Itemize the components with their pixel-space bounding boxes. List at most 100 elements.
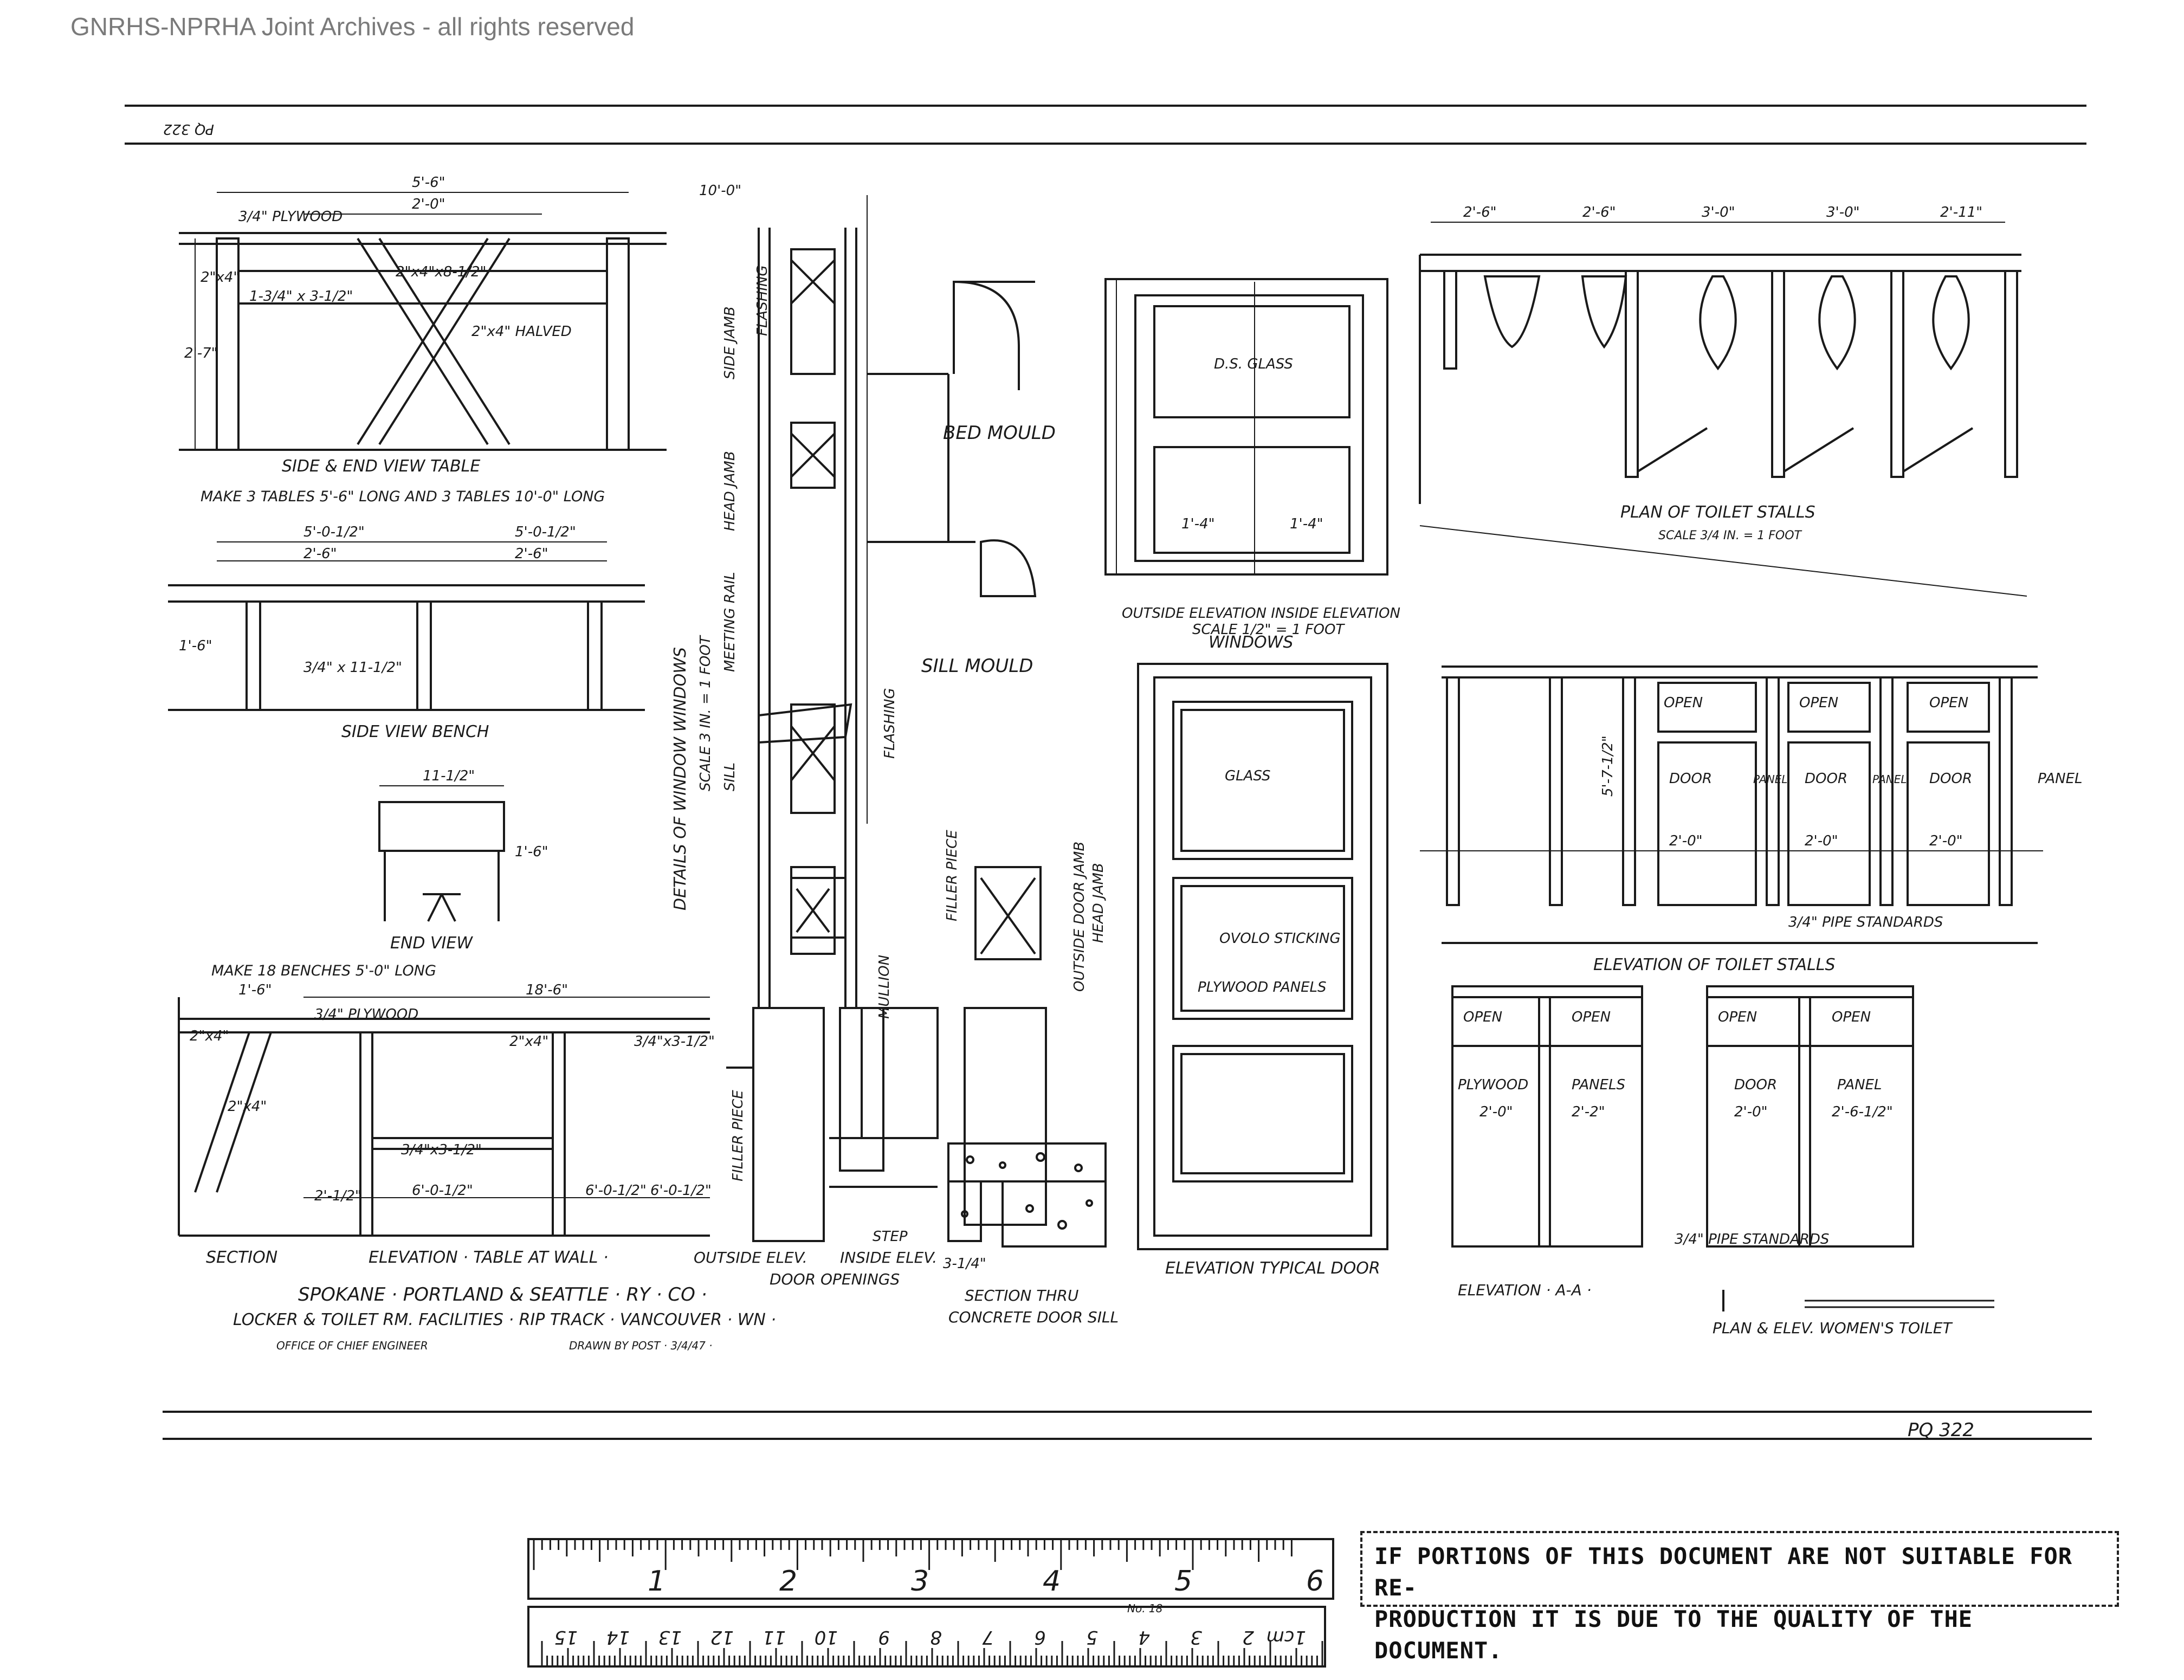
womens-title: PLAN & ELEV. WOMEN'S TOILET — [1713, 1319, 1953, 1337]
door-label-ovolo: OVOLO STICKING — [1219, 931, 1341, 947]
womens-open-2: OPEN — [1832, 1009, 1871, 1025]
toilet-elev-panel-2: PANEL — [1872, 773, 1907, 786]
ruler-cm-label: 8 — [930, 1626, 942, 1648]
door-label-filler-1: FILLER PIECE — [730, 1090, 746, 1181]
door-label-head-jamb: HEAD JAMB — [1090, 863, 1107, 943]
womens-dim-1: 2'-6-1/2" — [1832, 1104, 1893, 1120]
tables-label-0: 3/4" PLYWOOD — [238, 209, 343, 225]
tables-dim-3: 2'-7" — [184, 345, 218, 361]
bench-dim-4: 1'-6" — [179, 638, 212, 654]
concrete-door-sill — [947, 1142, 1107, 1248]
wall-dim-3: 6'-0-1/2" — [585, 1183, 647, 1199]
wall-dim-2: 6'-0-1/2" — [412, 1183, 473, 1199]
windows-dim-1: 1'-4" — [1290, 516, 1323, 532]
ruler-inch-4: 4 — [1043, 1565, 1061, 1598]
ruler-cm-label: 5 — [1086, 1626, 1098, 1648]
toilet-plan-dim-1: 2'-6" — [1582, 204, 1616, 221]
ruler-cm-label: 4 — [1138, 1626, 1150, 1648]
wall-dim-5: 2'-1/2" — [314, 1188, 361, 1204]
ruler-inch-5: 5 — [1174, 1565, 1192, 1598]
sheet-number-top: PQ 322 — [163, 121, 214, 137]
bench-end-title: END VIEW — [390, 934, 473, 953]
windows-dim-0: 1'-4" — [1181, 516, 1215, 532]
toilet-plan-dim-3: 3'-0" — [1826, 204, 1860, 221]
tables-label-2: 1-3/4" x 3-1/2" — [249, 288, 353, 305]
tables-title: SIDE & END VIEW TABLE — [282, 457, 480, 476]
womens-panel: PANEL — [1837, 1077, 1882, 1093]
toilet-elev-dim-0: 5'-7-1/2" — [1600, 735, 1616, 797]
stamp-line-2: PRODUCTION IT IS DUE TO THE QUALITY OF T… — [1374, 1606, 1973, 1664]
window-details-section — [758, 195, 868, 1008]
toilet-elev-door-2: DOOR — [1805, 771, 1847, 787]
door-label-glass: GLASS — [1225, 768, 1271, 784]
ruler-inch-2: 2 — [779, 1565, 797, 1598]
toilet-plan-dim-2: 3'-0" — [1702, 204, 1735, 221]
womens-toilet — [1706, 985, 1994, 1311]
title-office: OFFICE OF CHIEF ENGINEER — [276, 1339, 428, 1352]
title-drawn-by: DRAWN BY POST · 3/4/47 · — [569, 1339, 713, 1352]
wall-label-1: 2"x4" — [190, 1028, 229, 1044]
quality-disclaimer-stamp: IF PORTIONS OF THIS DOCUMENT ARE NOT SUI… — [1360, 1531, 2119, 1664]
ruler-inch-1: 1 — [648, 1565, 665, 1598]
toilet-elev-open-1: OPEN — [1664, 695, 1703, 711]
toilet-elev-pipes: 3/4" PIPE STANDARDS — [1788, 914, 1943, 931]
sill-dim-0: 3-1/4" — [943, 1256, 986, 1272]
ruler-cm-label: 14 — [606, 1626, 630, 1648]
windows-caption: OUTSIDE ELEVATION INSIDE ELEVATION — [1122, 605, 1400, 622]
door-openings-inside: INSIDE ELEV. — [840, 1249, 937, 1267]
door-openings-title: DOOR OPENINGS — [770, 1270, 900, 1288]
ruler-cm-label: 3 — [1190, 1626, 1202, 1648]
toilet-elev-panel-3: PANEL — [2038, 771, 2083, 787]
ruler-model: No. 18 — [1127, 1602, 1162, 1615]
door-title: ELEVATION TYPICAL DOOR — [1165, 1259, 1380, 1278]
elev-aa-open-2: OPEN — [1572, 1009, 1611, 1025]
ruler-cm-label: 6 — [1034, 1626, 1046, 1648]
ruler-cm-label: 10 — [815, 1626, 838, 1648]
bench-dim-3: 2'-6" — [515, 546, 548, 562]
bench-dim-2: 2'-6" — [303, 546, 337, 562]
tables-dim-2: 2'-0" — [412, 196, 445, 212]
wall-label-0: 3/4" PLYWOOD — [314, 1006, 418, 1023]
window-label-mullion: MULLION — [876, 955, 893, 1019]
toilet-elev-open-2: OPEN — [1799, 695, 1838, 711]
bench-label-0: 3/4" x 11-1/2" — [303, 660, 402, 676]
toilet-elev-dim-3: 2'-0" — [1929, 833, 1963, 849]
bed-mould-label: BED MOULD — [943, 422, 1056, 444]
window-elevation — [1104, 278, 1388, 576]
wall-dim-0: 1'-6" — [238, 982, 272, 998]
bench-side-view — [168, 541, 645, 711]
toilet-elev-door-3: DOOR — [1929, 771, 1972, 787]
toilet-stalls-plan — [1419, 222, 2027, 597]
elev-aa-panels: PANELS — [1572, 1077, 1625, 1093]
tables-label-1: 2"x4" — [201, 269, 240, 286]
elev-aa-plywood: PLYWOOD — [1458, 1077, 1528, 1093]
mould-profiles — [867, 280, 1037, 597]
tables-note: MAKE 3 TABLES 5'-6" LONG AND 3 TABLES 10… — [201, 488, 605, 505]
table-at-wall — [178, 997, 710, 1237]
tables-label-4: 2"x4"x8-1/2" — [396, 264, 487, 280]
elev-aa-dim-0: 2'-0" — [1479, 1104, 1513, 1120]
table-side-end-view — [179, 192, 667, 451]
title-line-1: SPOKANE · PORTLAND & SEATTLE · RY · CO · — [298, 1284, 707, 1306]
door-label-outside-jamb: OUTSIDE DOOR JAMB — [1071, 842, 1088, 992]
toilet-plan-title: PLAN OF TOILET STALLS — [1620, 503, 1815, 522]
window-details-title: DETAILS OF WINDOW WINDOWS — [671, 647, 690, 910]
toilet-elev-panel-1: PANEL — [1753, 773, 1788, 786]
sill-title-2: CONCRETE DOOR SILL — [948, 1308, 1119, 1326]
sill-mould-label: SILL MOULD — [921, 655, 1033, 677]
toilet-plan-dim-4: 2'-11" — [1940, 204, 1982, 221]
toilet-elev-dim-1: 2'-0" — [1669, 833, 1703, 849]
womens-open-1: OPEN — [1718, 1009, 1757, 1025]
windows-scale: SCALE 1/2" = 1 FOOT — [1192, 622, 1345, 638]
ruler-inch-3: 3 — [911, 1565, 929, 1598]
window-label-side-jamb: SIDE JAMB — [722, 306, 738, 379]
toilet-stalls-elevation — [1420, 665, 2043, 944]
sill-title-1: SECTION THRU — [965, 1287, 1078, 1304]
elev-aa-open-1: OPEN — [1463, 1009, 1502, 1025]
womens-door: DOOR — [1734, 1077, 1777, 1093]
measuring-ruler: 1 2 3 4 5 6 No. 18 1cm234567891011121314… — [527, 1538, 1334, 1668]
ruler-cm-label: 7 — [982, 1626, 994, 1648]
window-label-flashing: FLASHING — [754, 265, 771, 336]
window-label-sill: SILL — [722, 763, 738, 791]
